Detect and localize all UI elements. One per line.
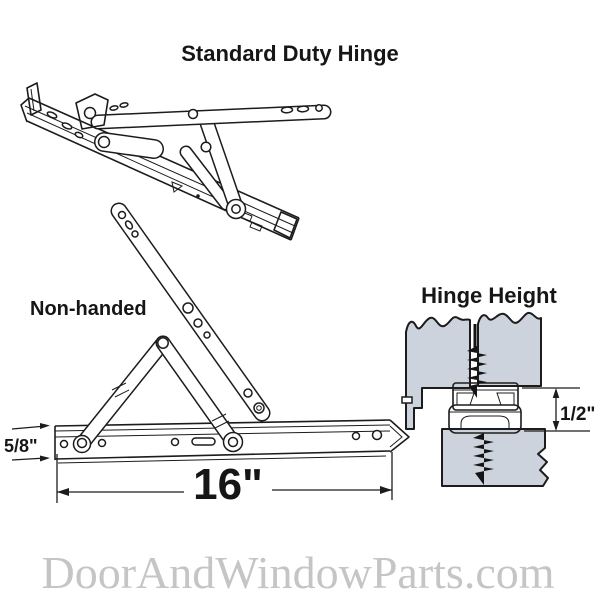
support-arm <box>74 335 171 452</box>
top-hinge-sash-arm <box>90 104 332 130</box>
link-arm <box>155 335 241 450</box>
frame-wood-left <box>405 316 471 430</box>
top-track-end-tab <box>26 82 42 116</box>
hinge-height-detail: 1/2" <box>401 312 595 487</box>
hinge-height-dimension: 1/2" <box>522 387 595 432</box>
track-height-label: 5/8" <box>4 436 38 456</box>
track-length-label: 16" <box>193 460 263 509</box>
standard-duty-hinge-drawing <box>20 82 332 241</box>
detail-title-label: Hinge Height <box>421 283 557 308</box>
watermark-text: DoorAndWindowParts.com <box>41 547 554 598</box>
sash-wood-lower <box>441 428 549 487</box>
top-hinge-link-arm <box>94 132 164 159</box>
track-height-dimension: 5/8" <box>4 423 50 462</box>
non-handed-hinge-drawing <box>54 202 410 464</box>
frame-wood-right <box>477 312 542 387</box>
top-screw <box>467 324 487 398</box>
track-profile-lower <box>448 404 522 434</box>
handedness-label: Non-handed <box>30 298 147 320</box>
bottom-screw <box>473 433 494 485</box>
top-hinge-pivot-bracket <box>75 93 129 130</box>
hinge-height-value-label: 1/2" <box>560 404 595 425</box>
top-hinge-support-arms <box>179 115 247 220</box>
title-label: Standard Duty Hinge <box>181 41 399 66</box>
track-length-dimension: 16" <box>56 452 393 509</box>
